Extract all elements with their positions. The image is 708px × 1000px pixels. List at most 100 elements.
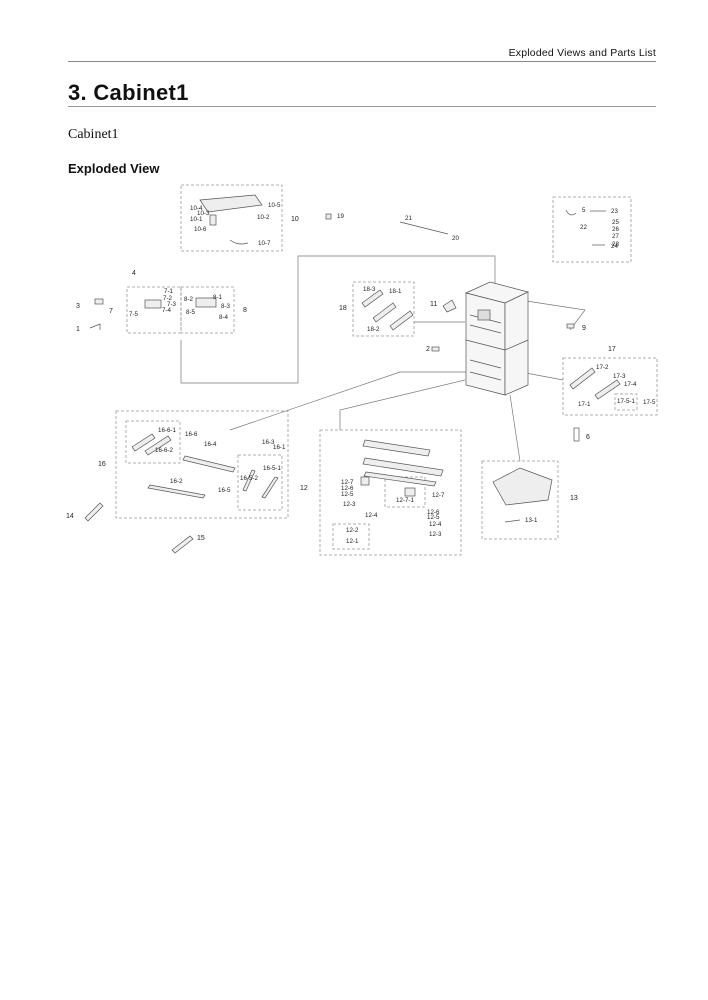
callout-12-7-repeat: 12-7: [432, 492, 445, 499]
callout-28: 28: [612, 241, 619, 248]
group-box-17: [562, 357, 658, 416]
connector-upper-left: [180, 255, 496, 384]
callout-12-7-1: 12-7-1: [396, 497, 414, 504]
callout-18-3: 18-3: [363, 286, 376, 293]
callout-16-3: 16-3: [262, 439, 275, 446]
group-box-8: [180, 286, 235, 334]
callout-labels: 12345677-17-27-37-47-588-18-28-38-48-591…: [66, 202, 656, 545]
exploded-view-heading: Exploded View: [68, 161, 160, 176]
callout-2: 2: [426, 346, 430, 353]
callout-17: 17: [608, 346, 616, 353]
group-box-12-1: [332, 523, 370, 550]
callout-12-2: 12-2: [346, 527, 359, 534]
callout-10-7: 10-7: [258, 240, 271, 247]
callout-10: 10: [291, 216, 299, 223]
group-box-16-6: [125, 420, 181, 464]
callout-19: 19: [337, 213, 344, 220]
section-subtitle: Cabinet1: [68, 127, 119, 142]
callout-16-6-1: 16-6-1: [158, 427, 176, 434]
connector-13: [509, 394, 521, 462]
callout-8-1: 8-1: [213, 294, 223, 301]
callout-16-4: 16-4: [204, 441, 217, 448]
group-box-16: [115, 410, 289, 519]
callout-9: 9: [582, 325, 586, 332]
callout-8-2: 8-2: [184, 296, 194, 303]
callout-16-5-1: 16-5-1: [263, 465, 281, 472]
callout-16-5: 16-5: [218, 487, 231, 494]
callout-22: 22: [580, 224, 587, 231]
callout-6: 6: [586, 434, 590, 441]
callout-23: 23: [611, 208, 618, 215]
callout-25: 25: [612, 219, 619, 226]
callout-12-3-repeat: 12-3: [429, 531, 442, 538]
callout-7-3: 7-3: [167, 301, 177, 308]
callout-10-6: 10-6: [194, 226, 207, 233]
connector-16: [229, 371, 466, 431]
group-box-17-5: [614, 393, 638, 411]
callout-26: 26: [612, 226, 619, 233]
callout-17-5: 17-5: [643, 399, 656, 406]
callout-7: 7: [109, 308, 113, 315]
callout-10-2: 10-2: [257, 214, 270, 221]
parts-drawings: [84, 194, 621, 554]
callout-8-5: 8-5: [186, 309, 196, 316]
callout-13-1: 13-1: [525, 517, 538, 524]
callout-18-1: 18-1: [389, 288, 402, 295]
callout-12-7: 12-7: [341, 479, 354, 486]
running-header: Exploded Views and Parts List: [508, 47, 656, 59]
callout-13: 13: [570, 495, 578, 502]
callout-17-2: 17-2: [596, 364, 609, 371]
callout-16-6: 16-6: [185, 431, 198, 438]
callout-21: 21: [405, 215, 412, 222]
callout-12-4-repeat: 12-4: [429, 521, 442, 528]
callout-12-4: 12-4: [365, 512, 378, 519]
section-title: 3. Cabinet1: [68, 80, 189, 105]
callout-1: 1: [76, 326, 80, 333]
callout-12-6: 12-6: [341, 485, 354, 492]
callout-10-4: 10-4: [190, 205, 203, 212]
group-box-22-28: [552, 196, 632, 263]
callout-12-6-repeat: 12-6: [427, 509, 440, 516]
callout-16: 16: [98, 461, 106, 468]
section-rule: [68, 106, 656, 107]
callout-12-3: 12-3: [343, 501, 356, 508]
callout-4: 4: [132, 270, 136, 277]
callout-16-1: 16-1: [273, 444, 286, 451]
callout-8-3: 8-3: [221, 303, 231, 310]
header-rule: [68, 61, 656, 62]
callout-10-1: 10-1: [190, 216, 203, 223]
group-box-18: [352, 281, 415, 337]
callout-18: 18: [339, 305, 347, 312]
callout-15: 15: [197, 535, 205, 542]
refrigerator-cabinet-drawing: [464, 281, 530, 396]
callout-12-5: 12-5: [341, 491, 354, 498]
group-box-16-5: [237, 454, 283, 511]
callout-20: 20: [452, 235, 459, 242]
callout-17-5-1: 17-5-1: [617, 398, 635, 405]
callout-11: 11: [430, 301, 437, 308]
callout-16-2: 16-2: [170, 478, 183, 485]
callout-27: 27: [612, 233, 619, 240]
callout-10-3: 10-3: [197, 210, 210, 217]
callout-24: 24: [611, 243, 618, 250]
callout-7-5: 7-5: [129, 311, 139, 318]
group-box-10: [180, 184, 283, 252]
callout-7-1: 7-1: [164, 288, 174, 295]
callout-17-4: 17-4: [624, 381, 637, 388]
callout-12-5-repeat: 12-5: [427, 514, 440, 521]
callout-17-1: 17-1: [578, 401, 591, 408]
group-box-12-7-1: [384, 476, 426, 508]
callout-14: 14: [66, 513, 74, 520]
callout-16-6-2: 16-6-2: [155, 447, 173, 454]
callout-8-4: 8-4: [219, 314, 229, 321]
group-box-12: [319, 429, 462, 556]
connector-12: [339, 379, 466, 430]
callout-7-4: 7-4: [162, 307, 172, 314]
callout-12: 12: [300, 485, 308, 492]
callout-7-2: 7-2: [163, 295, 173, 302]
callout-5: 5: [582, 207, 586, 214]
callout-17-3: 17-3: [613, 373, 626, 380]
callout-16-5-2: 16-5-2: [240, 475, 258, 482]
callout-8: 8: [243, 307, 247, 314]
